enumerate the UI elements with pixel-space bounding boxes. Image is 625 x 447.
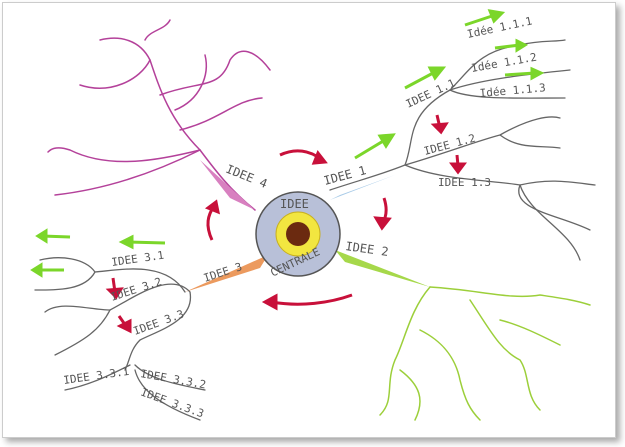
label-idee3: IDEE 3 [202, 260, 244, 285]
label-idee-1-1-1: Idée 1.1.1 [466, 14, 533, 40]
branch-idee1 [329, 39, 596, 261]
center-label-line1: IDEE [280, 197, 309, 211]
label-idee-1-2: IDEE 1.2 [422, 132, 477, 158]
red-arrow-icon [204, 199, 221, 215]
label-idee2: IDEE 2 [345, 239, 390, 259]
label-idee-1-3: IDEE 1.3 [438, 176, 491, 189]
green-arrow-icon [530, 66, 545, 81]
green-arrow-icon [35, 228, 48, 244]
branch-idee2 [335, 250, 591, 421]
green-arrow-icon [427, 66, 447, 81]
green-arrows [30, 9, 545, 278]
label-idee-1-1: IDEE 1.1 [404, 77, 458, 111]
green-arrow-icon [377, 133, 396, 149]
label-idee-3-1: IDEE 3.1 [111, 249, 165, 269]
red-arrow-icon [311, 150, 328, 165]
red-arrow-icon [271, 293, 353, 306]
red-arrow-icon [449, 162, 467, 175]
central-idea: IDEE CENTRALE [255, 191, 341, 279]
red-arrow-icon [261, 293, 278, 311]
green-arrow-icon [30, 262, 43, 278]
green-arrow-icon [487, 9, 506, 24]
label-idee-3-3-3: IDEE 3.3.3 [139, 386, 206, 421]
branch-idee3 [34, 255, 268, 421]
label-idee-3-3-1: IDEE 3.3.1 [63, 365, 130, 387]
red-arrow-icon [105, 287, 124, 300]
green-arrow-icon [118, 234, 134, 250]
red-arrow-icon [430, 122, 449, 135]
label-idee-1-1-2: Idée 1.1.2 [470, 51, 537, 75]
label-idee1: IDEE 1 [322, 163, 368, 188]
branch-idee4 [47, 19, 271, 211]
red-arrow-icon [116, 318, 132, 334]
red-arrow-icon [373, 216, 392, 231]
label-idee-1-1-3: Idée 1.1.3 [479, 81, 546, 100]
green-arrow-icon [515, 38, 529, 53]
label-idee-3-3: IDEE 3.3 [132, 307, 186, 337]
red-arrows [105, 114, 467, 334]
label-idee-3-2: IDEE 3.2 [109, 275, 163, 304]
